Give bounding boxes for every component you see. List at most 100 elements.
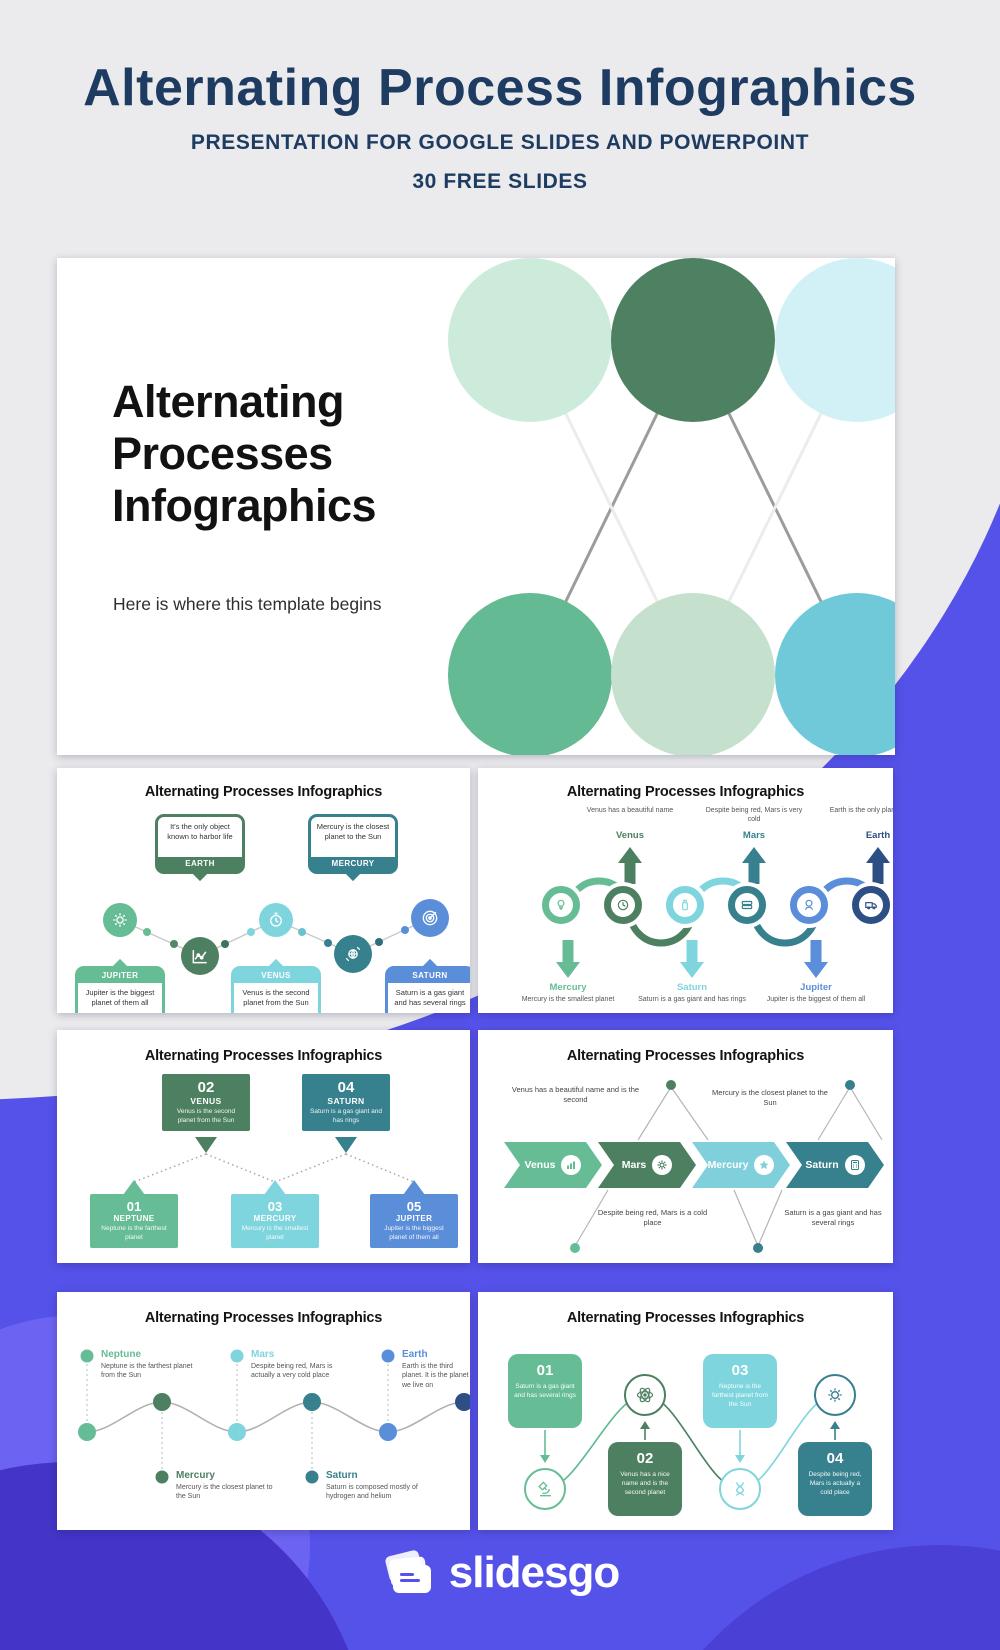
mercury-text: Mercury is the closest planet to the Sun: [176, 1484, 273, 1501]
slide3-preview[interactable]: Alternating Processes Infographics 02 VE…: [57, 1030, 470, 1263]
slide4-title: Alternating Processes Infographics: [566, 1048, 805, 1064]
venus-label: VENUS: [234, 969, 318, 983]
slide4-preview[interactable]: Alternating Processes Infographics Venus…: [478, 1030, 893, 1263]
slide2-title: Alternating Processes Infographics: [566, 784, 805, 800]
atom-icon: [624, 1374, 666, 1416]
earth-caption: Earth is the only planet with life: [829, 807, 893, 814]
neptune-text: Neptune is the farthest planet: [101, 1225, 167, 1241]
star-icon: [754, 1155, 774, 1175]
free-slides-count: 30 FREE SLIDES: [412, 170, 588, 193]
mercury-label: Mercury Mercury is the closest planet to…: [176, 1470, 274, 1502]
mercury-text: Mercury is the closest planet to the Sun: [316, 822, 390, 842]
venus-card: 02 Venus has a nice name and is the seco…: [608, 1442, 682, 1516]
target-icon: [411, 899, 449, 937]
saturn-text: Saturn is a gas giant and has rings: [310, 1108, 382, 1124]
jupiter-label: JUPITER: [78, 969, 162, 983]
idea-head-icon: [790, 886, 828, 924]
dna-icon: [719, 1468, 761, 1510]
saturn-name: Saturn: [805, 1159, 839, 1171]
saturn-bubble: SATURN Saturn is a gas giant and has sev…: [385, 958, 470, 1013]
calculator-icon: [845, 1155, 865, 1175]
saturn-text: Saturn is a gas giant and has several ri…: [394, 988, 466, 1008]
dotted-connectors: [133, 1153, 415, 1183]
venus-note: Venus has a beautiful name and is the se…: [511, 1085, 640, 1105]
bottle-icon: [666, 886, 704, 924]
neptune-label: Neptune Neptune is the farthest planet f…: [101, 1349, 199, 1381]
slide6-preview[interactable]: Alternating Processes Infographics 01 Sa…: [478, 1292, 893, 1530]
earth-name: Earth: [402, 1349, 428, 1360]
slidesgo-logo-icon: [385, 1550, 431, 1593]
saturn-label: SATURN: [388, 969, 470, 983]
server-icon: [728, 886, 766, 924]
jupiter-number: 05: [406, 1199, 422, 1214]
main-slide-subtitle: Here is where this template begins: [113, 594, 382, 614]
sync-globe-icon: [334, 935, 372, 973]
saturn-arrow: Saturn: [786, 1142, 884, 1188]
page-title: Alternating Process Infographics: [83, 59, 917, 117]
page-subtitle: PRESENTATION FOR GOOGLE SLIDES AND POWER…: [190, 131, 810, 154]
bar-chart-icon: [561, 1155, 581, 1175]
mercury-note: Mercury is the closest planet to the Sun: [712, 1088, 828, 1108]
stopwatch-icon: [259, 903, 293, 937]
main-slide-preview[interactable]: Alternating Processes Infographics Here …: [57, 258, 895, 755]
neptune-tag: 01 NEPTUNE Neptune is the farthest plane…: [90, 1194, 178, 1248]
wavy-timeline: [78, 1349, 470, 1484]
earth-text: It's the only object known to harbor lif…: [167, 822, 233, 842]
earth-bubble: It's the only object known to harbor lif…: [155, 814, 245, 882]
slidesgo-logo-text: slidesgo: [448, 1548, 620, 1597]
saturn-label: Saturn Saturn is composed mostly of hydr…: [326, 1470, 424, 1502]
slide5-preview[interactable]: Alternating Processes Infographics Neptu…: [57, 1292, 470, 1530]
neptune-number: 03: [731, 1362, 749, 1379]
mars-label: Mars Despite being red, Mars is actually…: [251, 1349, 349, 1381]
clock-icon: [604, 886, 642, 924]
earth-label: Earth Earth is the third planet. It is t…: [402, 1349, 470, 1390]
saturn-note: Saturn is a gas giant and has several ri…: [784, 1208, 882, 1228]
slide6-title: Alternating Processes Infographics: [566, 1310, 805, 1326]
circle-green: [448, 593, 612, 755]
slide5-title: Alternating Processes Infographics: [144, 1310, 383, 1326]
saturn-tag: 04 SATURN Saturn is a gas giant and has …: [302, 1074, 390, 1131]
saturn-name: Saturn: [676, 982, 708, 993]
mercury-name: Mercury: [549, 982, 587, 993]
venus-arrow: Venus: [504, 1142, 602, 1188]
mercury-arrow: Mercury: [692, 1142, 790, 1188]
saturn-name: SATURN: [327, 1096, 365, 1106]
slidesgo-logo[interactable]: slidesgo: [0, 1548, 1000, 1598]
mercury-name: Mercury: [707, 1159, 749, 1171]
mercury-caption: Mercury is the smallest planet: [521, 996, 615, 1003]
jupiter-bubble: JUPITER Jupiter is the biggest planet of…: [75, 958, 165, 1013]
mercury-name: MERCURY: [253, 1214, 297, 1223]
mercury-label: MERCURY: [311, 857, 395, 871]
mars-name: Mars: [251, 1349, 275, 1360]
jupiter-name: JUPITER: [395, 1214, 433, 1223]
saturn-text: Saturn is a gas giant and has several ri…: [514, 1383, 576, 1400]
mercury-number: 03: [267, 1199, 283, 1214]
venus-bubble: VENUS Venus is the second planet from th…: [231, 958, 321, 1013]
circle-dark-green: [611, 258, 775, 422]
neptune-name: Neptune: [101, 1349, 141, 1360]
neptune-name: NEPTUNE: [113, 1214, 155, 1223]
saturn-caption: Saturn is a gas giant and has rings: [638, 996, 746, 1003]
slide2-preview[interactable]: Alternating Processes Infographics: [478, 768, 893, 1013]
microscope-icon: [524, 1468, 566, 1510]
venus-text: Venus is the second planet from the Sun: [176, 1108, 236, 1124]
slide1-preview[interactable]: Alternating Processes Infographics It's …: [57, 768, 470, 1013]
mars-caption: Despite being red, Mars is very cold: [705, 807, 803, 824]
venus-name: Venus: [616, 830, 644, 841]
mars-arrow: Mars: [598, 1142, 696, 1188]
neptune-card: 03 Neptune is the farthest planet from t…: [703, 1354, 777, 1428]
venus-caption: Venus has a beautiful name: [586, 807, 674, 814]
slide3-title: Alternating Processes Infographics: [144, 1048, 383, 1064]
neptune-number: 01: [126, 1199, 142, 1214]
mars-note: Despite being red, Mars is a cold place: [597, 1208, 708, 1228]
venus-number: 02: [636, 1450, 654, 1467]
saturn-text: Saturn is composed mostly of hydrogen an…: [326, 1484, 418, 1501]
jupiter-text: Jupiter is the biggest planet of them al…: [85, 988, 155, 1008]
slide1-title: Alternating Processes Infographics: [144, 784, 383, 800]
venus-text: Venus is the second planet from the Sun: [242, 988, 310, 1008]
mars-name: Mars: [742, 830, 766, 841]
venus-name: Venus: [524, 1159, 556, 1171]
saturn-number: 04: [337, 1079, 355, 1096]
mars-text: Despite being red, Mars is actually a co…: [808, 1471, 862, 1497]
mercury-bubble: Mercury is the closest planet to the Sun…: [308, 814, 398, 882]
